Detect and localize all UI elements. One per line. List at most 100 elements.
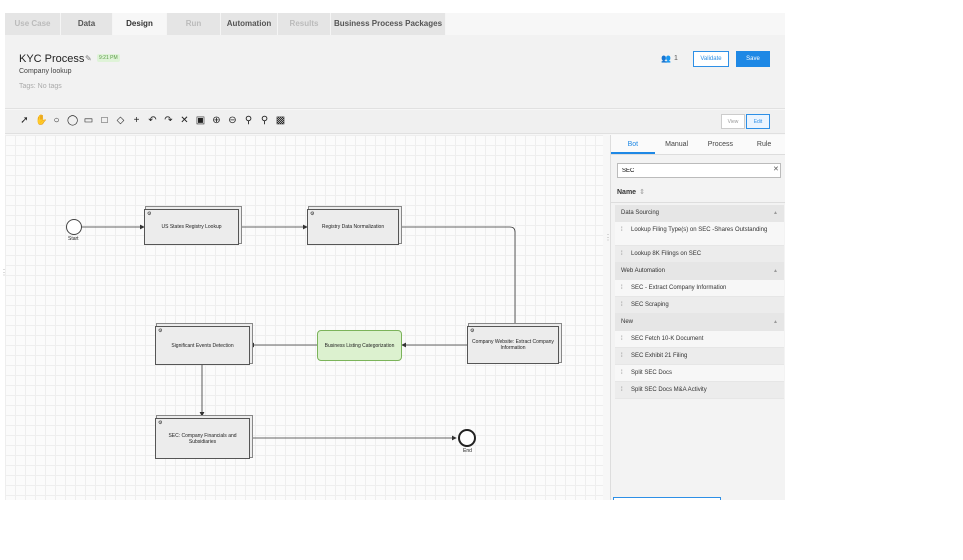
group-data-sourcing[interactable]: Data Sourcing ▲ — [615, 205, 784, 222]
process-tags: Tags: No tags — [19, 83, 62, 90]
diagram-edges — [82, 224, 518, 441]
start-event[interactable] — [66, 219, 82, 235]
edit-mode-button[interactable]: Edit — [746, 114, 770, 129]
list-item[interactable]: ⁞SEC - Extract Company Information — [615, 280, 784, 297]
pencil-icon[interactable]: ✎ — [85, 54, 92, 63]
task-label: US States Registry Lookup — [161, 224, 222, 230]
diagram-minimap[interactable] — [613, 497, 721, 500]
sort-icon[interactable]: ⇕ — [639, 189, 645, 196]
view-mode-button[interactable]: View — [721, 114, 745, 129]
list-item[interactable]: ⁞SEC Fetch 10-K Document — [615, 331, 784, 348]
tab-design[interactable]: Design — [113, 13, 167, 35]
list-item[interactable]: ⁞ SEC Exhibit 21 Filing — [615, 348, 784, 365]
list-item[interactable]: ⁞ Split SEC Docs — [615, 365, 784, 382]
image-icon[interactable]: ▣ — [195, 115, 206, 126]
resize-handle-icon[interactable]: ⋮ — [604, 233, 612, 242]
tab-automation[interactable]: Automation — [221, 13, 278, 35]
tab-use-case[interactable]: Use Case — [5, 13, 61, 35]
list-item[interactable]: ⁞Lookup 8K Filings on SEC — [615, 246, 784, 263]
zoom-reset-icon[interactable]: ⚲ — [260, 115, 269, 126]
diagram-toolbar: ➚ ✋ ○ ◯ ▭ □ ◇ + ↶ ↷ ✕ ▣ ⊕ ⊖ ⚲ ⚲ ▩ View Edit — [5, 110, 785, 134]
element-palette: Bot Manual Process Rule ✕ Name⇕ Data Sou… — [610, 135, 785, 500]
delete-icon[interactable]: ✕ — [180, 115, 189, 126]
fullscreen-icon[interactable]: ▩ — [275, 115, 286, 126]
item-label: Split SEC Docs — [631, 370, 673, 376]
diagram-canvas[interactable]: Start ⚙ US States Registry Lookup ⚙ Regi… — [5, 135, 603, 500]
add-icon[interactable]: + — [133, 115, 140, 126]
item-label: Split SEC Docs M&A Activity — [631, 387, 707, 393]
end-event-label: End — [463, 448, 472, 454]
tab-run[interactable]: Run — [167, 13, 221, 35]
drag-handle-icon[interactable]: ⁞ — [621, 353, 623, 359]
drag-handle-icon[interactable]: ⁞ — [621, 251, 623, 257]
bot-task-icon: ⚙ — [147, 211, 152, 217]
left-resize-handle-icon[interactable]: ⋮ — [0, 268, 8, 277]
zoom-in-icon[interactable]: ⊕ — [212, 115, 221, 126]
name-column-header[interactable]: Name⇕ — [611, 183, 785, 203]
list-item[interactable]: ⁞ Split SEC Docs M&A Activity — [615, 382, 784, 399]
task-sec-company-financials[interactable]: ⚙ SEC: Company Financials and Subsidiari… — [155, 418, 250, 459]
palette-tab-bot[interactable]: Bot — [611, 135, 655, 154]
task-tool-icon[interactable]: ▭ — [83, 115, 94, 126]
palette-search-input[interactable] — [617, 163, 781, 178]
item-label: SEC Exhibit 21 Filing — [631, 353, 688, 359]
pointer-tool-icon[interactable]: ➚ — [20, 115, 29, 126]
hand-tool-icon[interactable]: ✋ — [35, 115, 48, 126]
task-label: Company Website: Extract Company Informa… — [472, 339, 554, 351]
minimap-preview — [614, 498, 720, 500]
page-title: KYC Process — [19, 53, 85, 65]
editor-main: Use Case Data Design Run Automation Resu… — [5, 13, 785, 500]
task-registry-data-normalization[interactable]: ⚙ Registry Data Normalization — [307, 209, 399, 245]
group-title: Data Sourcing — [621, 210, 660, 216]
palette-groups: Data Sourcing ▲ ⁞ Lookup Filing Type(s) on… — [615, 205, 784, 399]
group-new[interactable]: New▲ — [615, 314, 784, 331]
drag-handle-icon[interactable]: ⁞ — [621, 227, 623, 233]
task-business-listing-categorization[interactable]: Business Listing Categorization — [317, 330, 402, 361]
validate-button[interactable]: Validate — [693, 51, 729, 67]
process-header: KYC Process ✎ 9:21 PM Company lookup Tag… — [5, 35, 785, 109]
user-count: 1 — [674, 55, 678, 62]
task-label: Business Listing Categorization — [324, 342, 395, 349]
tab-results[interactable]: Results — [278, 13, 331, 35]
zoom-fit-icon[interactable]: ⚲ — [244, 115, 253, 126]
gateway-tool-icon[interactable]: ◇ — [116, 115, 125, 126]
item-label: Lookup Filing Type(s) on SEC -Shares Out… — [631, 227, 768, 233]
edge-normalization-to-company-website — [399, 226, 518, 337]
palette-tab-rule[interactable]: Rule — [756, 141, 772, 148]
start-event-label: Start — [68, 236, 79, 242]
redo-icon[interactable]: ↷ — [164, 115, 173, 126]
palette-tab-manual[interactable]: Manual — [665, 141, 689, 148]
collapse-icon[interactable]: ▲ — [773, 268, 778, 274]
task-significant-events-detection[interactable]: ⚙ Significant Events Detection — [155, 326, 250, 365]
collapse-icon[interactable]: ▲ — [773, 319, 778, 325]
users-icon[interactable]: 👥 — [661, 54, 671, 63]
drag-handle-icon[interactable]: ⁞ — [621, 302, 623, 308]
task-company-website-extract[interactable]: ⚙ Company Website: Extract Company Infor… — [467, 326, 559, 364]
palette-tab-process[interactable]: Process — [707, 141, 734, 148]
drag-handle-icon[interactable]: ⁞ — [621, 387, 623, 393]
zoom-out-icon[interactable]: ⊖ — [228, 115, 237, 126]
list-item[interactable]: ⁞ Lookup Filing Type(s) on SEC -Shares Ou… — [615, 222, 784, 246]
tab-business-process-packages[interactable]: Business Process Packages — [331, 13, 446, 35]
task-label: Registry Data Normalization — [321, 224, 385, 230]
drag-handle-icon[interactable]: ⁞ — [621, 285, 623, 291]
drag-handle-icon[interactable]: ⁞ — [621, 370, 623, 376]
clear-search-icon[interactable]: ✕ — [773, 166, 779, 173]
task-us-states-registry-lookup[interactable]: ⚙ US States Registry Lookup — [144, 209, 239, 245]
tab-data[interactable]: Data — [61, 13, 113, 35]
start-event-tool-icon[interactable]: ○ — [53, 115, 60, 126]
end-event[interactable] — [458, 429, 476, 447]
bot-task-icon: ⚙ — [310, 211, 315, 217]
bot-task-icon: ⚙ — [158, 328, 163, 334]
drag-handle-icon[interactable]: ⁞ — [621, 336, 623, 342]
group-title: Web Automation — [621, 268, 665, 274]
time-badge: 9:21 PM — [97, 54, 120, 62]
collapse-icon[interactable]: ▲ — [773, 210, 778, 216]
save-button[interactable]: Save — [736, 51, 770, 67]
subprocess-tool-icon[interactable]: □ — [101, 115, 108, 126]
group-web-automation[interactable]: Web Automation ▲ — [615, 263, 784, 280]
end-event-tool-icon[interactable]: ◯ — [67, 115, 79, 126]
list-item[interactable]: ⁞SEC Scraping — [615, 297, 784, 314]
palette-tabs: Bot Manual Process Rule — [611, 135, 785, 155]
undo-icon[interactable]: ↶ — [148, 115, 157, 126]
